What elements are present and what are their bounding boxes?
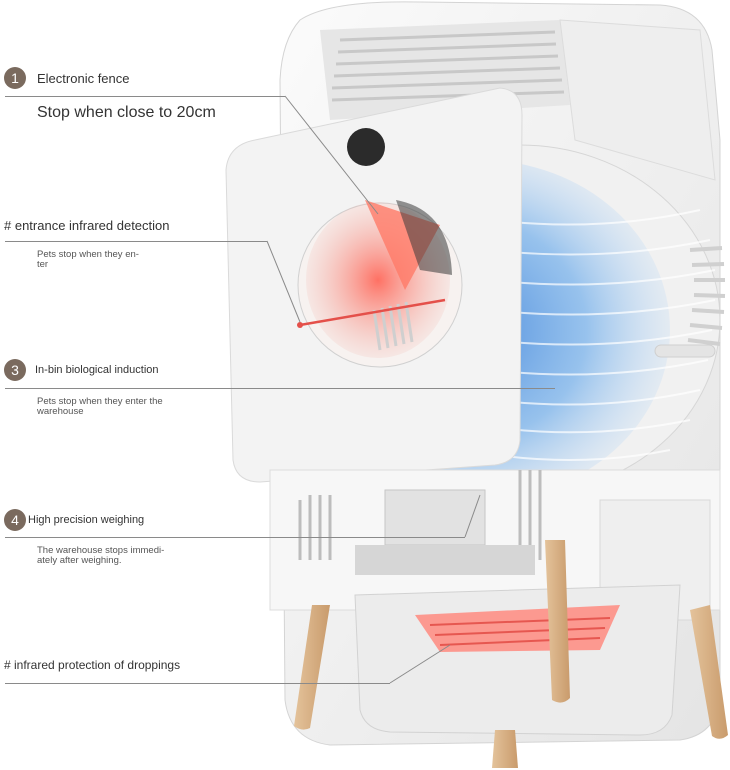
leader-line-1 — [5, 96, 285, 97]
callout-3-detail-line2: warehouse — [37, 406, 84, 417]
leader-line-5 — [5, 683, 390, 684]
wooden-legs — [294, 540, 728, 768]
callout-1-detail: Stop when close to 20cm — [37, 104, 216, 121]
entrance-panel — [225, 87, 523, 483]
leader-line-3 — [5, 388, 555, 389]
callout-1-title: Electronic fence — [37, 71, 130, 86]
callout-3-title: In-bin biological induction — [35, 364, 159, 376]
callout-2-detail-line1: Pets stop when they en- — [37, 249, 139, 260]
callout-2-title: # entrance infrared detection — [4, 218, 170, 233]
waste-drawer — [354, 584, 681, 736]
callout-3-detail-line1: Pets stop when they enter the — [37, 396, 163, 407]
callout-1-badge: 1 — [4, 67, 26, 89]
leader-line-4 — [5, 537, 465, 538]
callout-3-badge: 3 — [4, 359, 26, 381]
callout-2-detail-line2: ter — [37, 259, 49, 270]
callout-5-title: # infrared protection of droppings — [4, 658, 181, 672]
callout-4-badge: 4 — [4, 509, 26, 531]
callout-4-detail-line1: The warehouse stops immedi- — [37, 545, 165, 556]
callout-4-title: High precision weighing — [28, 514, 145, 526]
callout-4-detail-line2: ately after weighing. — [37, 555, 122, 566]
leader-line-2 — [5, 241, 267, 242]
